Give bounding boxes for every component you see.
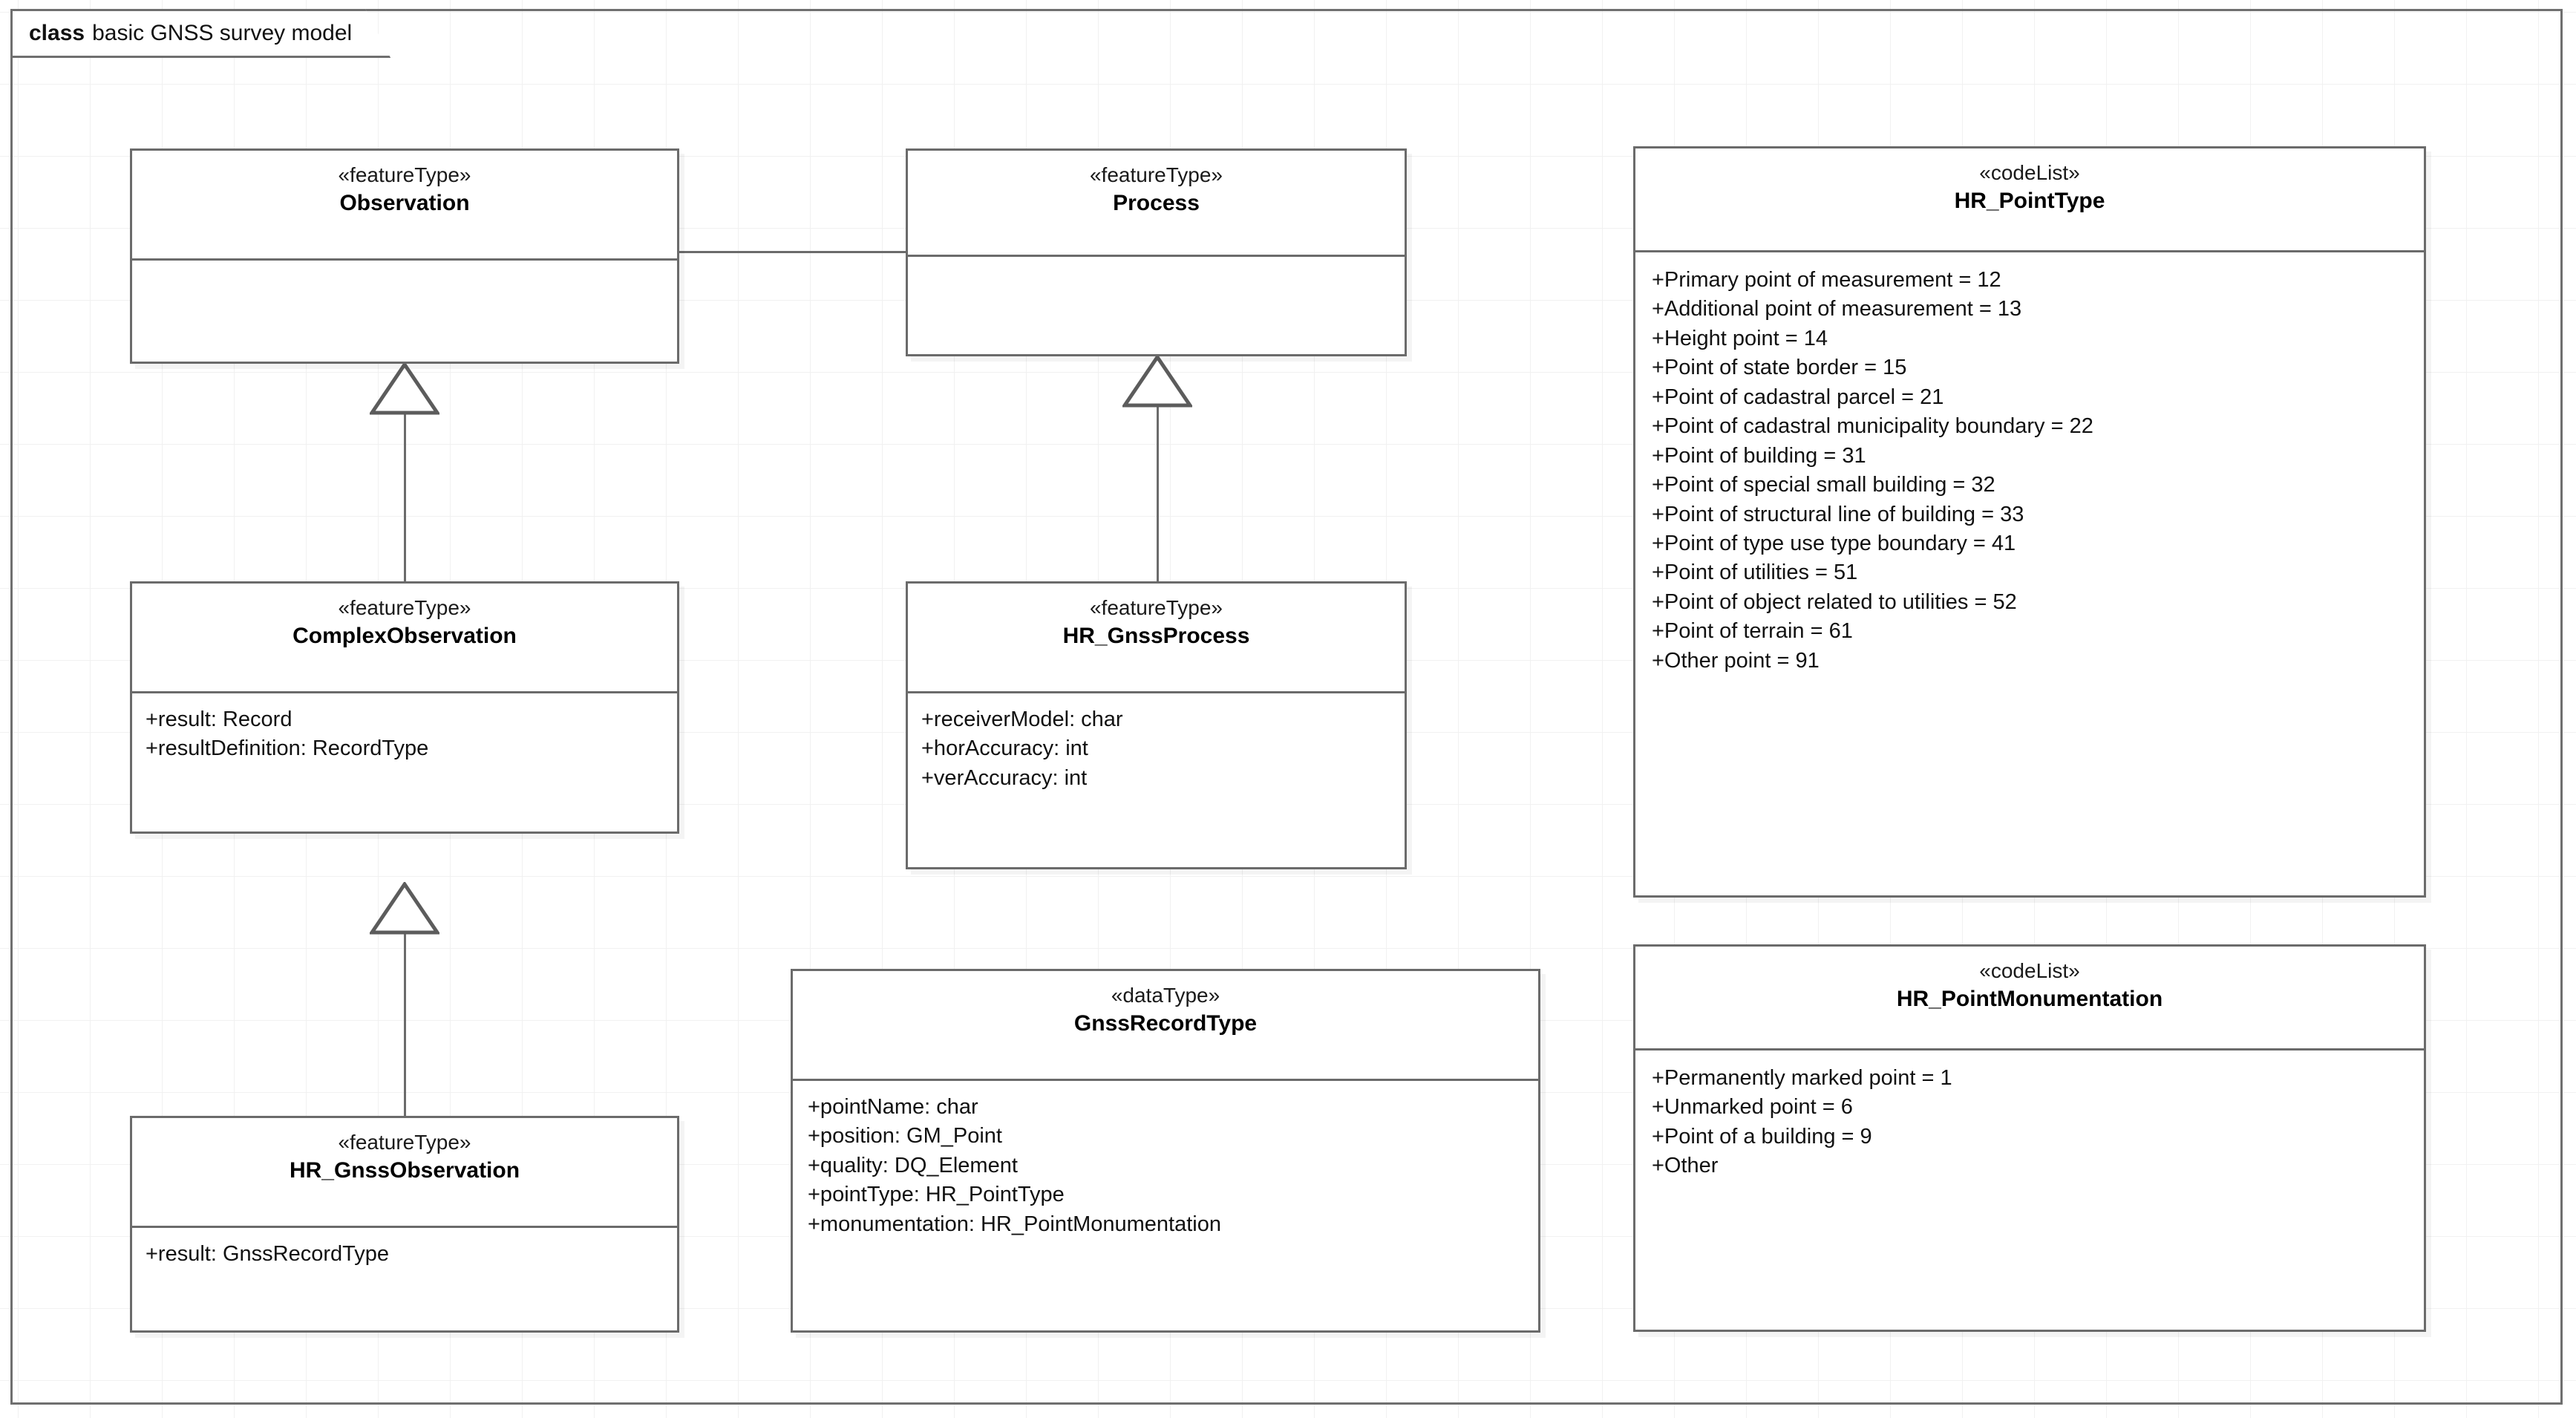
class-hr-gnss-process-stereotype: «featureType»: [1089, 596, 1223, 619]
generalization-line-complexobservation-observation: [404, 412, 406, 583]
diagram-frame: [10, 9, 2563, 1405]
class-hr-gnss-process-attributes: +receiverModel: char +horAccuracy: int +…: [908, 693, 1405, 800]
attribute-row: +Point of object related to utilities = …: [1652, 589, 2017, 614]
class-hr-gnss-observation-name: HR_GnssObservation: [289, 1158, 520, 1183]
class-hr-point-type-name: HR_PointType: [1954, 189, 2105, 214]
generalization-line-hrgnssprocess-process: [1157, 405, 1159, 583]
attribute-row: +monumentation: HR_PointMonumentation: [808, 1212, 1221, 1236]
attribute-row: +Point of utilities = 51: [1652, 561, 1858, 585]
frame-keyword: class: [29, 21, 85, 45]
class-complex-observation-header: «featureType» ComplexObservation: [132, 584, 677, 693]
attribute-row: +result: GnssRecordType: [146, 1242, 390, 1266]
attribute-row: +Other: [1652, 1154, 1719, 1178]
class-hr-point-type-header: «codeList» HR_PointType: [1635, 148, 2424, 252]
attribute-row: +position: GM_Point: [808, 1124, 1002, 1149]
attribute-row: +Point of type use type boundary = 41: [1652, 531, 2016, 555]
class-hr-gnss-process[interactable]: «featureType» HR_GnssProcess +receiverMo…: [906, 581, 1407, 869]
class-complex-observation-stereotype: «featureType»: [338, 596, 471, 619]
class-process-name: Process: [1113, 191, 1200, 216]
attribute-row: +Point of cadastral parcel = 21: [1652, 385, 1944, 409]
class-hr-point-monumentation-name: HR_PointMonumentation: [1896, 987, 2163, 1012]
class-hr-gnss-observation-attributes: +result: GnssRecordType: [132, 1228, 677, 1276]
class-process-header: «featureType» Process: [908, 151, 1405, 257]
attribute-row: +Point of building = 31: [1652, 443, 1866, 468]
attribute-row: +Other point = 91: [1652, 648, 1820, 673]
class-hr-point-type-stereotype: «codeList»: [1979, 161, 2080, 184]
class-complex-observation[interactable]: «featureType» ComplexObservation +result…: [130, 581, 679, 834]
class-gnss-record-type-header: «dataType» GnssRecordType: [793, 971, 1538, 1081]
class-observation-stereotype: «featureType»: [338, 163, 471, 186]
attribute-row: +pointName: char: [808, 1095, 978, 1119]
class-process-stereotype: «featureType»: [1089, 163, 1223, 186]
attribute-row: +Permanently marked point = 1: [1652, 1066, 1952, 1090]
attribute-row: +Primary point of measurement = 12: [1652, 268, 2001, 292]
class-observation-header: «featureType» Observation: [132, 151, 677, 261]
attribute-row: +Point of state border = 15: [1652, 356, 1907, 380]
attribute-row: +resultDefinition: RecordType: [146, 736, 429, 761]
attribute-row: +pointType: HR_PointType: [808, 1183, 1065, 1207]
attribute-row: +Point of structural line of building = …: [1652, 502, 2024, 526]
frame-name: basic GNSS survey model: [92, 21, 353, 45]
class-gnss-record-type-attributes: +pointName: char +position: GM_Point +qu…: [793, 1081, 1538, 1247]
attribute-row: +Additional point of measurement = 13: [1652, 297, 2022, 321]
attribute-row: +receiverModel: char: [921, 708, 1123, 731]
association-observation-process: [679, 251, 906, 253]
class-hr-gnss-observation-header: «featureType» HR_GnssObservation: [132, 1118, 677, 1228]
class-hr-point-monumentation-stereotype: «codeList»: [1979, 959, 2080, 982]
class-hr-point-type-attributes: +Primary point of measurement = 12 +Addi…: [1635, 252, 2424, 683]
class-gnss-record-type-name: GnssRecordType: [1073, 1011, 1258, 1036]
generalization-line-hrgnssobservation-complexobservation: [404, 932, 406, 1117]
diagram-frame-title: class basic GNSS survey model: [10, 9, 390, 58]
class-hr-gnss-process-name: HR_GnssProcess: [1062, 624, 1250, 649]
class-complex-observation-name: ComplexObservation: [292, 624, 517, 649]
attribute-row: +verAccuracy: int: [921, 765, 1088, 790]
class-hr-gnss-observation-stereotype: «featureType»: [338, 1131, 471, 1154]
attribute-row: +quality: DQ_Element: [808, 1153, 1018, 1177]
class-process[interactable]: «featureType» Process: [906, 148, 1407, 356]
class-complex-observation-attributes: +result: Record +resultDefinition: Recor…: [132, 693, 677, 771]
attribute-row: +Point of special small building = 32: [1652, 473, 1995, 497]
attribute-row: +Point of cadastral municipality boundar…: [1652, 414, 2093, 439]
attribute-row: +Height point = 14: [1652, 326, 1828, 350]
class-hr-point-monumentation-header: «codeList» HR_PointMonumentation: [1635, 947, 2424, 1051]
class-observation[interactable]: «featureType» Observation: [130, 148, 679, 364]
class-hr-gnss-process-header: «featureType» HR_GnssProcess: [908, 584, 1405, 693]
attribute-row: +result: Record: [146, 708, 292, 731]
class-hr-gnss-observation[interactable]: «featureType» HR_GnssObservation +result…: [130, 1116, 679, 1333]
attribute-row: +Point of terrain = 61: [1652, 619, 1853, 644]
class-hr-point-type[interactable]: «codeList» HR_PointType +Primary point o…: [1633, 146, 2426, 898]
attribute-row: +horAccuracy: int: [921, 736, 1088, 761]
class-gnss-record-type-stereotype: «dataType»: [1111, 984, 1220, 1007]
attribute-row: +Point of a building = 9: [1652, 1124, 1872, 1149]
class-observation-name: Observation: [339, 191, 470, 216]
class-gnss-record-type[interactable]: «dataType» GnssRecordType +pointName: ch…: [791, 969, 1540, 1333]
class-hr-point-monumentation[interactable]: «codeList» HR_PointMonumentation +Perman…: [1633, 944, 2426, 1332]
class-hr-point-monumentation-attributes: +Permanently marked point = 1 +Unmarked …: [1635, 1051, 2424, 1189]
attribute-row: +Unmarked point = 6: [1652, 1095, 1853, 1120]
